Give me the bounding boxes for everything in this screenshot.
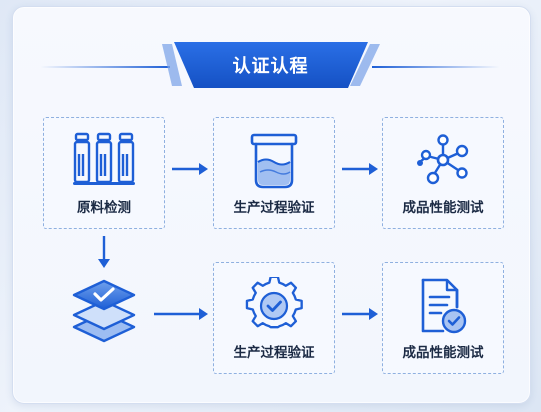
edge-arrow-process-to-product [342, 163, 378, 175]
document-check-icon [421, 278, 467, 334]
layers-check-icon [72, 279, 136, 343]
node-product-testing-2: 成品性能测试 [382, 262, 504, 374]
node-raw-material-testing: 原料检测 [43, 117, 165, 229]
node-label: 成品性能测试 [402, 200, 484, 216]
node-product-testing-1: 成品性能测试 [382, 117, 504, 229]
title-divider-left [40, 66, 170, 68]
title-divider-right [372, 66, 500, 68]
node-label: 生产过程验证 [233, 200, 315, 216]
title-banner: 认证认程 [158, 40, 383, 90]
node-process-validation-1: 生产过程验证 [213, 117, 335, 229]
gear-check-icon [245, 277, 303, 329]
node-layers-stack [70, 275, 138, 347]
beaker-icon [250, 133, 298, 189]
title-banner-shape [162, 42, 380, 88]
molecule-network-icon [417, 134, 469, 185]
edge-arrow-raw-to-layers [98, 236, 110, 268]
node-label: 原料检测 [77, 200, 131, 216]
edge-arrow-raw-to-process [172, 163, 208, 175]
node-label: 成品性能测试 [402, 345, 484, 361]
test-tubes-icon [73, 132, 135, 185]
diagram-title: 认证认程 [232, 56, 309, 77]
edge-arrow-process-to-product-2 [342, 308, 378, 320]
node-process-validation-2: 生产过程验证 [213, 262, 335, 374]
edge-arrow-layers-to-process [154, 308, 208, 320]
node-label: 生产过程验证 [233, 345, 315, 361]
